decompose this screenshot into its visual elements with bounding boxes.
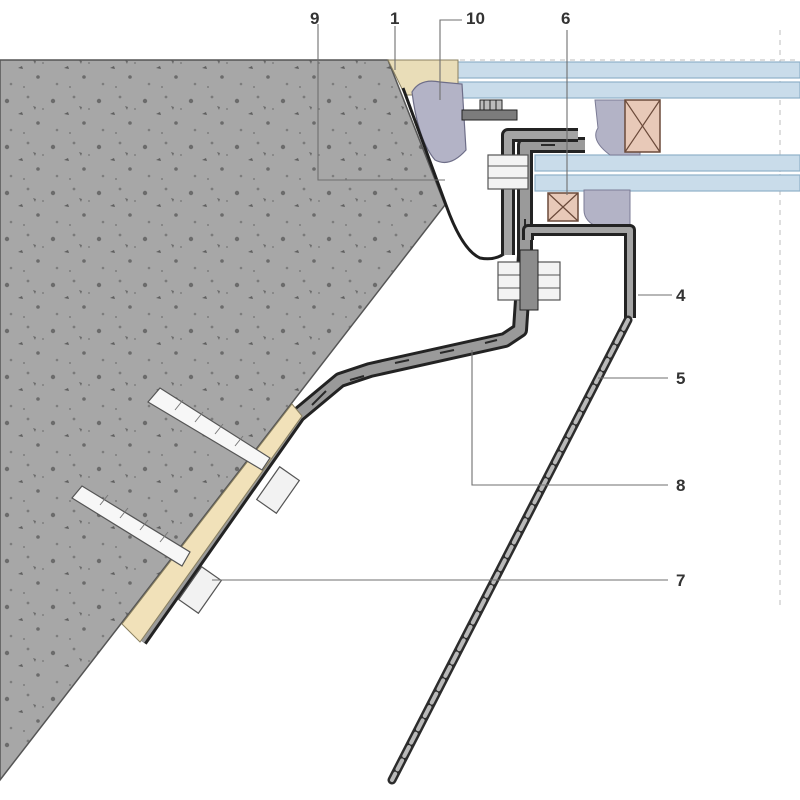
callout-5: 5 <box>676 369 685 388</box>
clamp-plate <box>461 99 518 121</box>
callout-9: 9 <box>310 9 319 28</box>
anchor-bolt-upper <box>147 387 301 515</box>
gasket-lower <box>583 189 631 229</box>
callout-1: 1 <box>390 9 399 28</box>
leader-line-9 <box>317 24 445 181</box>
concrete-wall <box>0 59 446 782</box>
bolt-lower <box>497 249 561 311</box>
lower-glass-pane <box>534 154 800 192</box>
callout-10: 10 <box>466 9 485 28</box>
callout-7: 7 <box>676 571 685 590</box>
timber-setting-block-lower <box>547 192 579 222</box>
leader-line-10 <box>439 19 462 100</box>
callout-6: 6 <box>561 9 570 28</box>
upper-glass-pane <box>454 61 800 99</box>
leader-line-8 <box>471 350 668 486</box>
anchor-bolt-lower <box>71 485 223 615</box>
timber-setting-block-upper <box>624 99 661 153</box>
callout-4: 4 <box>676 286 686 305</box>
bolt-upper <box>487 154 529 190</box>
callout-8: 8 <box>676 476 685 495</box>
